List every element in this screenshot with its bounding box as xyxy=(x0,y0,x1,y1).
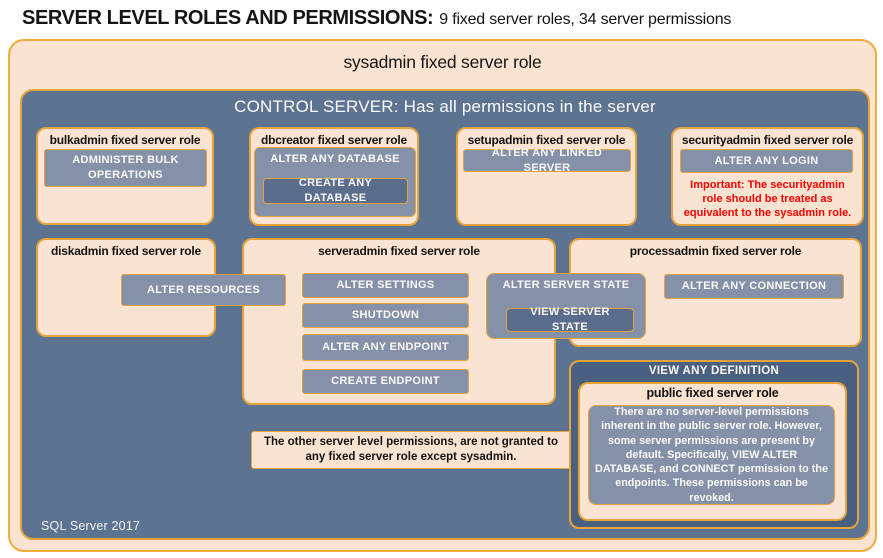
public-role-description: There are no server-level permissions in… xyxy=(588,405,835,505)
public-role-title: public fixed server role xyxy=(646,386,779,400)
sysadmin-role-box: sysadmin fixed server role CONTROL SERVE… xyxy=(8,39,877,552)
sysadmin-role-title: sysadmin fixed server role xyxy=(343,52,542,72)
securityadmin-role-title: securityadmin fixed server role xyxy=(681,133,854,147)
permission-alter-any-linked-server: ALTER ANY LINKED SERVER xyxy=(463,147,631,174)
permission-alter-any-database: ALTER ANY DATABASE xyxy=(270,153,400,165)
setupadmin-role-box: setupadmin fixed server role xyxy=(456,127,637,226)
page-title-main: SERVER LEVEL ROLES AND PERMISSIONS: xyxy=(22,7,434,29)
diskadmin-role-title: diskadmin fixed server role xyxy=(50,244,201,258)
dbcreator-role-title: dbcreator fixed server role xyxy=(260,133,407,147)
serveradmin-role-title: serveradmin fixed server role xyxy=(318,244,480,258)
permission-create-any-database: CREATE ANY DATABASE xyxy=(263,177,408,204)
permission-alter-any-login: ALTER ANY LOGIN xyxy=(680,149,853,173)
permission-shutdown: SHUTDOWN xyxy=(302,303,469,328)
securityadmin-warning-text: Important: The securityadmin role should… xyxy=(683,179,852,219)
other-permissions-note: The other server level permissions, are … xyxy=(251,431,571,469)
permission-alter-server-state: ALTER SERVER STATE xyxy=(502,279,630,291)
permission-administer-bulk-operations: ADMINISTER BULK OPERATIONS xyxy=(44,149,207,187)
sql-server-version-label: SQL Server 2017 xyxy=(41,519,141,533)
public-role-box: public fixed server role There are no se… xyxy=(578,382,847,521)
permission-alter-any-endpoint: ALTER ANY ENDPOINT xyxy=(302,334,469,361)
page-title: SERVER LEVEL ROLES AND PERMISSIONS: 9 fix… xyxy=(22,7,862,30)
permission-alter-server-state-panel: ALTER SERVER STATE VIEW SERVER STATE xyxy=(486,273,646,339)
securityadmin-role-box: securityadmin fixed server role Importan… xyxy=(671,127,864,226)
processadmin-role-title: processadmin fixed server role xyxy=(629,244,802,258)
permission-view-any-definition: VIEW ANY DEFINITION xyxy=(648,365,780,377)
permission-alter-any-connection: ALTER ANY CONNECTION xyxy=(664,274,844,299)
view-any-definition-box: VIEW ANY DEFINITION public fixed server … xyxy=(569,360,859,529)
control-server-header: CONTROL SERVER: Has all permissions in t… xyxy=(234,97,656,116)
permission-alter-resources: ALTER RESOURCES xyxy=(121,274,286,306)
permission-alter-settings: ALTER SETTINGS xyxy=(302,273,469,298)
permission-create-endpoint: CREATE ENDPOINT xyxy=(302,369,469,394)
permission-view-server-state: VIEW SERVER STATE xyxy=(506,306,634,333)
permission-alter-any-database-panel: ALTER ANY DATABASE CREATE ANY DATABASE xyxy=(254,147,416,217)
control-server-box: CONTROL SERVER: Has all permissions in t… xyxy=(20,89,870,540)
bulkadmin-role-title: bulkadmin fixed server role xyxy=(49,133,201,147)
page-title-subtitle: 9 fixed server roles, 34 server permissi… xyxy=(439,11,732,28)
setupadmin-role-title: setupadmin fixed server role xyxy=(467,133,626,147)
